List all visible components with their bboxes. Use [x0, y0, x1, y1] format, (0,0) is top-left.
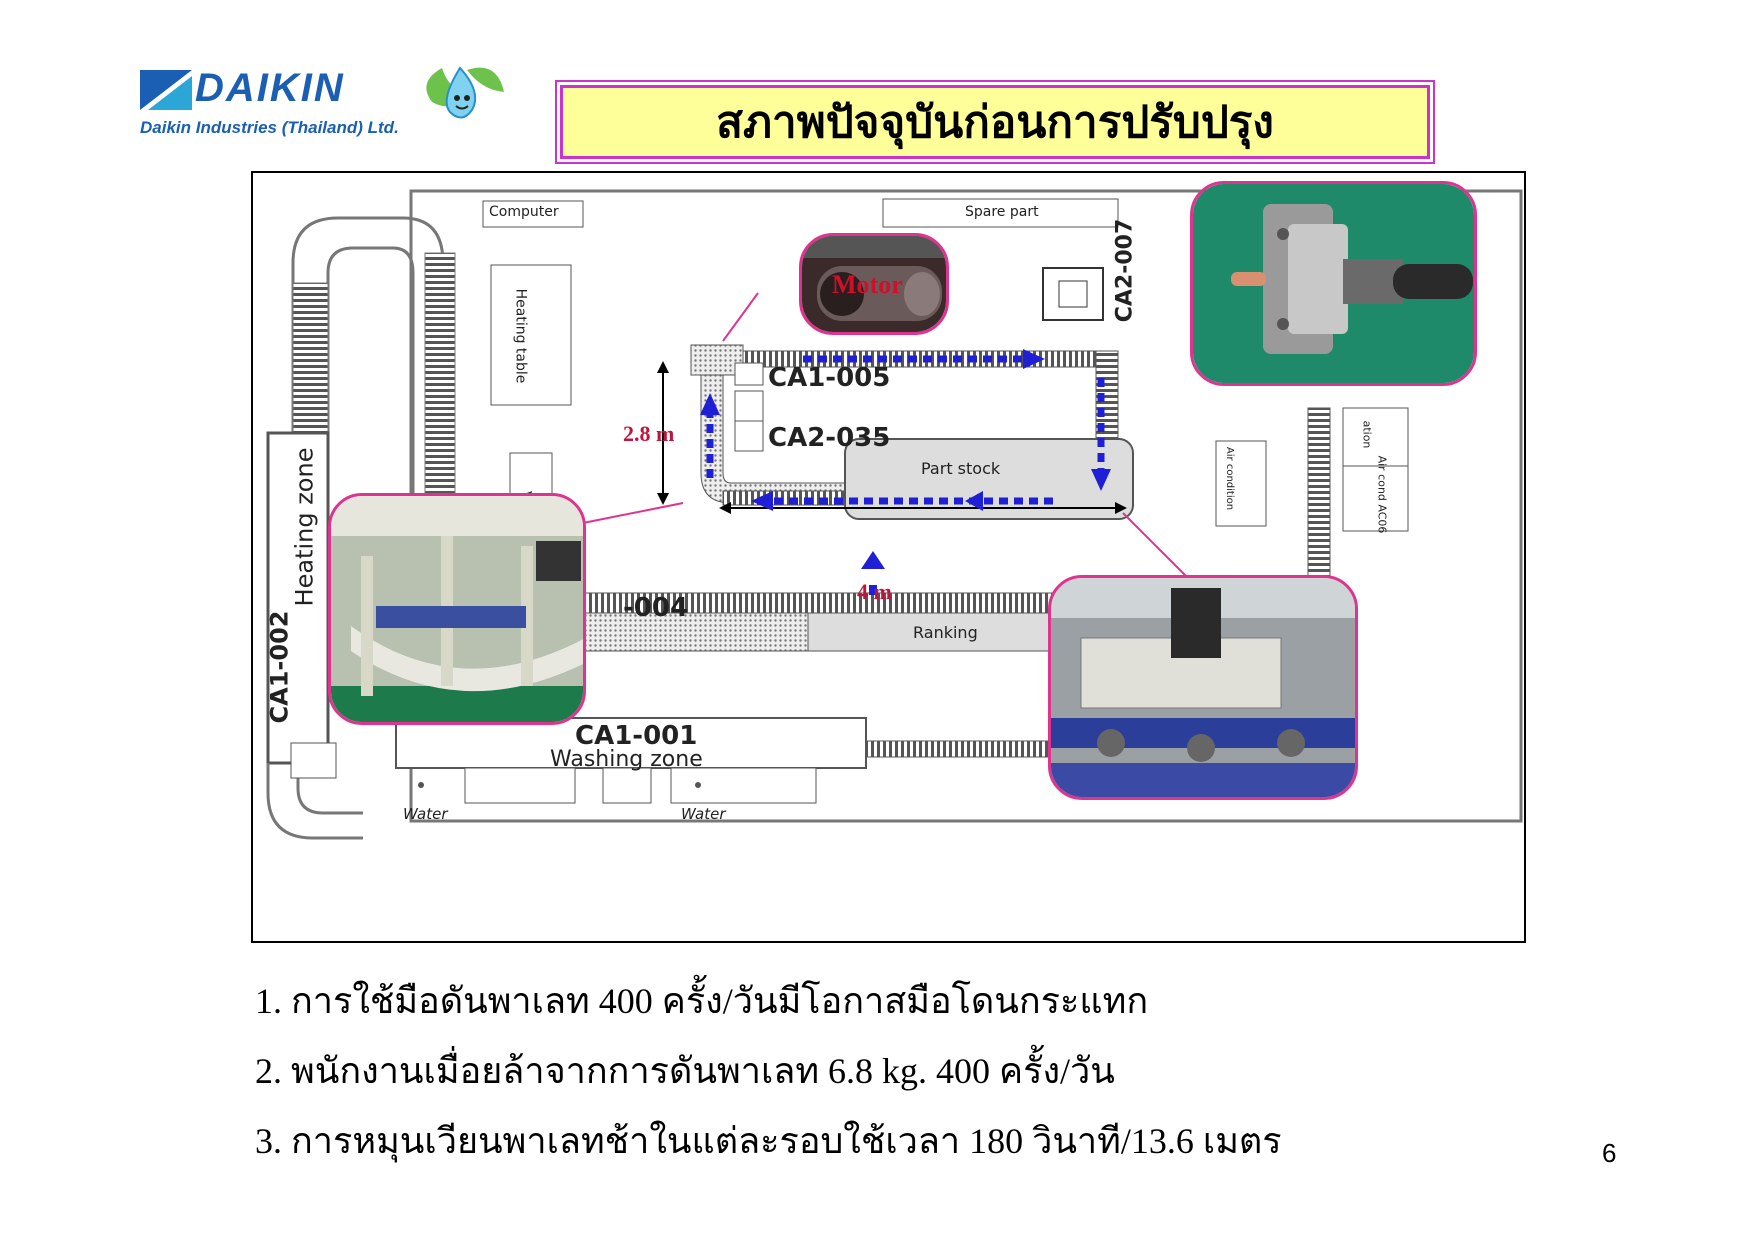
dimension-width-label: 4 m — [857, 579, 892, 604]
point-2: 2. พนักงานเมื่อยล้าจากการดันพาเลท 6.8 kg… — [255, 1051, 1115, 1091]
station-ca1-002: CA1-002 — [265, 610, 294, 724]
point-1: 1. การใช้มือดันพาเลท 400 ครั้ง/วันมีโอกา… — [255, 981, 1149, 1021]
air-condition-label: Air condition — [1224, 446, 1236, 511]
heating-zone-image-icon — [331, 496, 583, 722]
motor-callout-label: Motor — [832, 270, 903, 299]
heating-table-label: Heating table — [512, 288, 529, 384]
water-label-right: Water — [681, 805, 726, 823]
brand-wordmark: DAIKIN — [195, 66, 345, 110]
heating-zone-label: Heating zone — [290, 447, 319, 607]
line-overview-photo — [1048, 575, 1358, 800]
motor-image-icon — [802, 236, 946, 332]
station-ca2-007: CA2-007 — [1112, 218, 1138, 323]
layout-diagram: Computer Spare part Heating table Heatin… — [251, 171, 1526, 943]
station-ca2-035: CA2-035 — [768, 423, 891, 453]
brand-subsidiary: Daikin Industries (Thailand) Ltd. — [140, 118, 399, 137]
mascot-droplet-icon — [426, 66, 504, 119]
daikin-logo-icon — [140, 70, 192, 110]
water-label-left: Water — [403, 805, 448, 823]
washing-zone-label: Washing zone — [550, 747, 703, 772]
air-cond-side-label: Air cond AC06 — [1375, 455, 1389, 534]
dimension-height-label: 2.8 m — [623, 421, 675, 446]
line-overview-image-icon — [1051, 578, 1355, 797]
motor-photo: Motor — [799, 233, 949, 335]
station-ca1-005: CA1-005 — [768, 363, 891, 393]
station-ca1-004: -004 — [623, 593, 689, 623]
point-3: 3. การหมุนเวียนพาเลทช้าในแต่ละรอบใช้เวลา… — [255, 1121, 1282, 1161]
station-ca1-001: CA1-001 — [575, 721, 698, 751]
slide-title-box: สภาพปัจจุบันก่อนการปรับปรุง — [560, 85, 1430, 159]
ranking-label: Ranking — [913, 623, 978, 642]
pallet-part-photo — [1190, 181, 1477, 386]
pallet-part-image-icon — [1193, 184, 1474, 383]
part-stock-label: Part stock — [921, 459, 1001, 478]
page-number: 6 — [1602, 1138, 1617, 1168]
heating-zone-photo — [328, 493, 586, 725]
computer-label: Computer — [489, 204, 559, 220]
spare-part-label: Spare part — [965, 204, 1039, 220]
slide-title: สภาพปัจจุบันก่อนการปรับปรุง — [716, 98, 1274, 147]
station-side-label: ation — [1360, 420, 1374, 449]
